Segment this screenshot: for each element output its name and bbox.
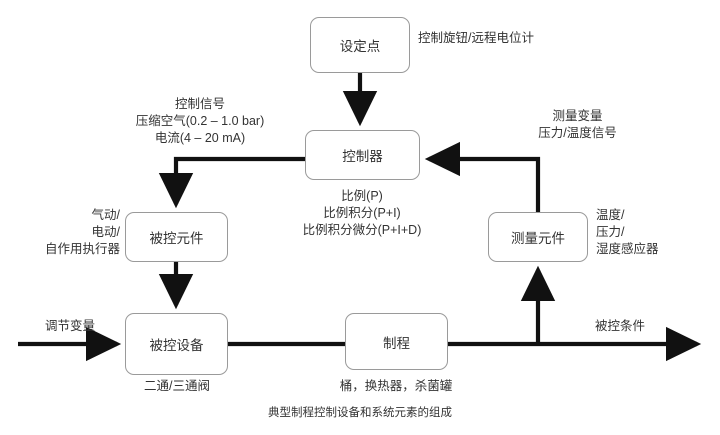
line-measuring-element-to-controller <box>424 141 541 212</box>
box-controller[interactable]: 控制器 <box>305 130 420 180</box>
box-measuring-element-label: 测量元件 <box>511 231 565 246</box>
label-manipulated-variable: 调节变量 <box>44 319 95 333</box>
label-actuator-line2: 电动/ <box>91 225 120 239</box>
label-actuator-line3: 自作用执行器 <box>44 242 120 256</box>
label-control-signal-line2: 压缩空气(0.2 – 1.0 bar) <box>135 114 265 128</box>
label-process-note: 桶，换热器，杀菌罐 <box>339 379 453 393</box>
label-controller-mode-pid: 比例积分微分(P+I+D) <box>302 223 422 237</box>
label-control-signal-line1: 控制信号 <box>174 97 225 111</box>
label-control-signal-line3: 电流(4 – 20 mA) <box>154 131 246 145</box>
label-setpoint-note: 控制旋钮/远程电位计 <box>418 31 534 45</box>
diagram-caption: 典型制程控制设备和系统元素的组成 <box>268 407 452 419</box>
box-controlled-device[interactable]: 被控设备 <box>125 313 228 375</box>
box-process[interactable]: 制程 <box>345 313 448 370</box>
box-controller-label: 控制器 <box>342 149 383 164</box>
line-controller-to-controlled-element <box>158 156 305 209</box>
label-sensor-line2: 压力/ <box>596 225 625 239</box>
box-setpoint-label: 设定点 <box>339 39 381 54</box>
box-setpoint[interactable]: 设定点 <box>310 17 410 73</box>
label-controller-mode-pi: 比例积分(P+I) <box>323 206 401 220</box>
label-controlled-condition: 被控条件 <box>594 319 645 333</box>
label-controller-mode-p: 比例(P) <box>341 189 383 203</box>
label-measured-variable-line2: 压力/温度信号 <box>538 126 617 140</box>
box-process-label: 制程 <box>383 335 410 351</box>
box-controlled-element[interactable]: 被控元件 <box>125 212 228 262</box>
label-measured-variable-line1: 测量变量 <box>552 109 603 123</box>
label-sensor-line3: 湿度感应器 <box>596 242 659 256</box>
label-valve-note: 二通/三通阀 <box>144 379 210 393</box>
box-measuring-element[interactable]: 测量元件 <box>488 212 588 262</box>
label-sensor-line1: 温度/ <box>596 208 625 222</box>
box-controlled-element-label: 被控元件 <box>149 231 204 246</box>
label-actuator-line1: 气动/ <box>91 208 120 222</box>
box-controlled-device-label: 被控设备 <box>149 338 204 353</box>
